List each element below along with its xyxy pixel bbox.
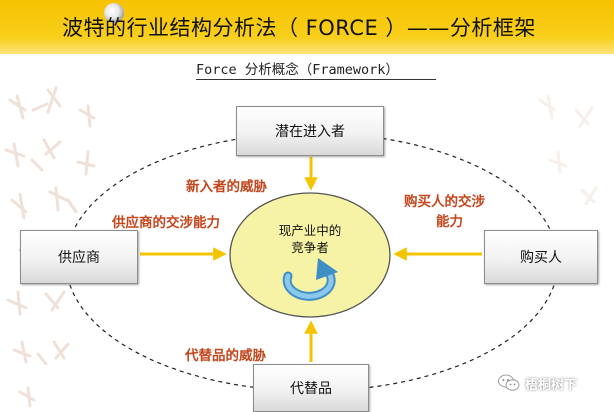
center-label-line2: 竞争者 (291, 240, 329, 255)
watermark-text: 梧桐树下 (525, 377, 578, 393)
center-ellipse (229, 192, 391, 318)
label-buyer-bargaining-line1: 购买人的交涉 (404, 194, 485, 210)
node-suppliers: 供应商 (20, 230, 138, 284)
label-buyer-bargaining-line2: 能力 (436, 214, 463, 230)
node-potential-entrants: 潜在进入者 (236, 106, 384, 156)
decorative-pattern (4, 86, 96, 408)
label-supplier-bargaining: 供应商的交涉能力 (112, 215, 220, 231)
center-label-line1: 现产业中的 (278, 223, 342, 238)
cycle-arrow-icon (282, 258, 338, 301)
watermark: 梧桐树下 (498, 372, 577, 394)
decorative-pattern-right (538, 94, 598, 206)
page-subtitle: Force 分析概念（Framework） (196, 58, 436, 80)
title-banner (0, 0, 614, 54)
label-threat-substitutes: 代替品的威胁 (185, 348, 266, 364)
label-threat-new-entrants: 新入者的威胁 (186, 179, 267, 195)
wechat-icon (498, 374, 520, 391)
node-buyers: 购买人 (484, 230, 598, 284)
center-competitors-label: 现产业中的 竞争者 (268, 222, 352, 256)
page-title: 波特的行业结构分析法（ FORCE ）——分析框架 (62, 16, 536, 40)
sparkle-logo-icon (104, 3, 124, 23)
node-substitutes: 代替品 (253, 364, 369, 412)
